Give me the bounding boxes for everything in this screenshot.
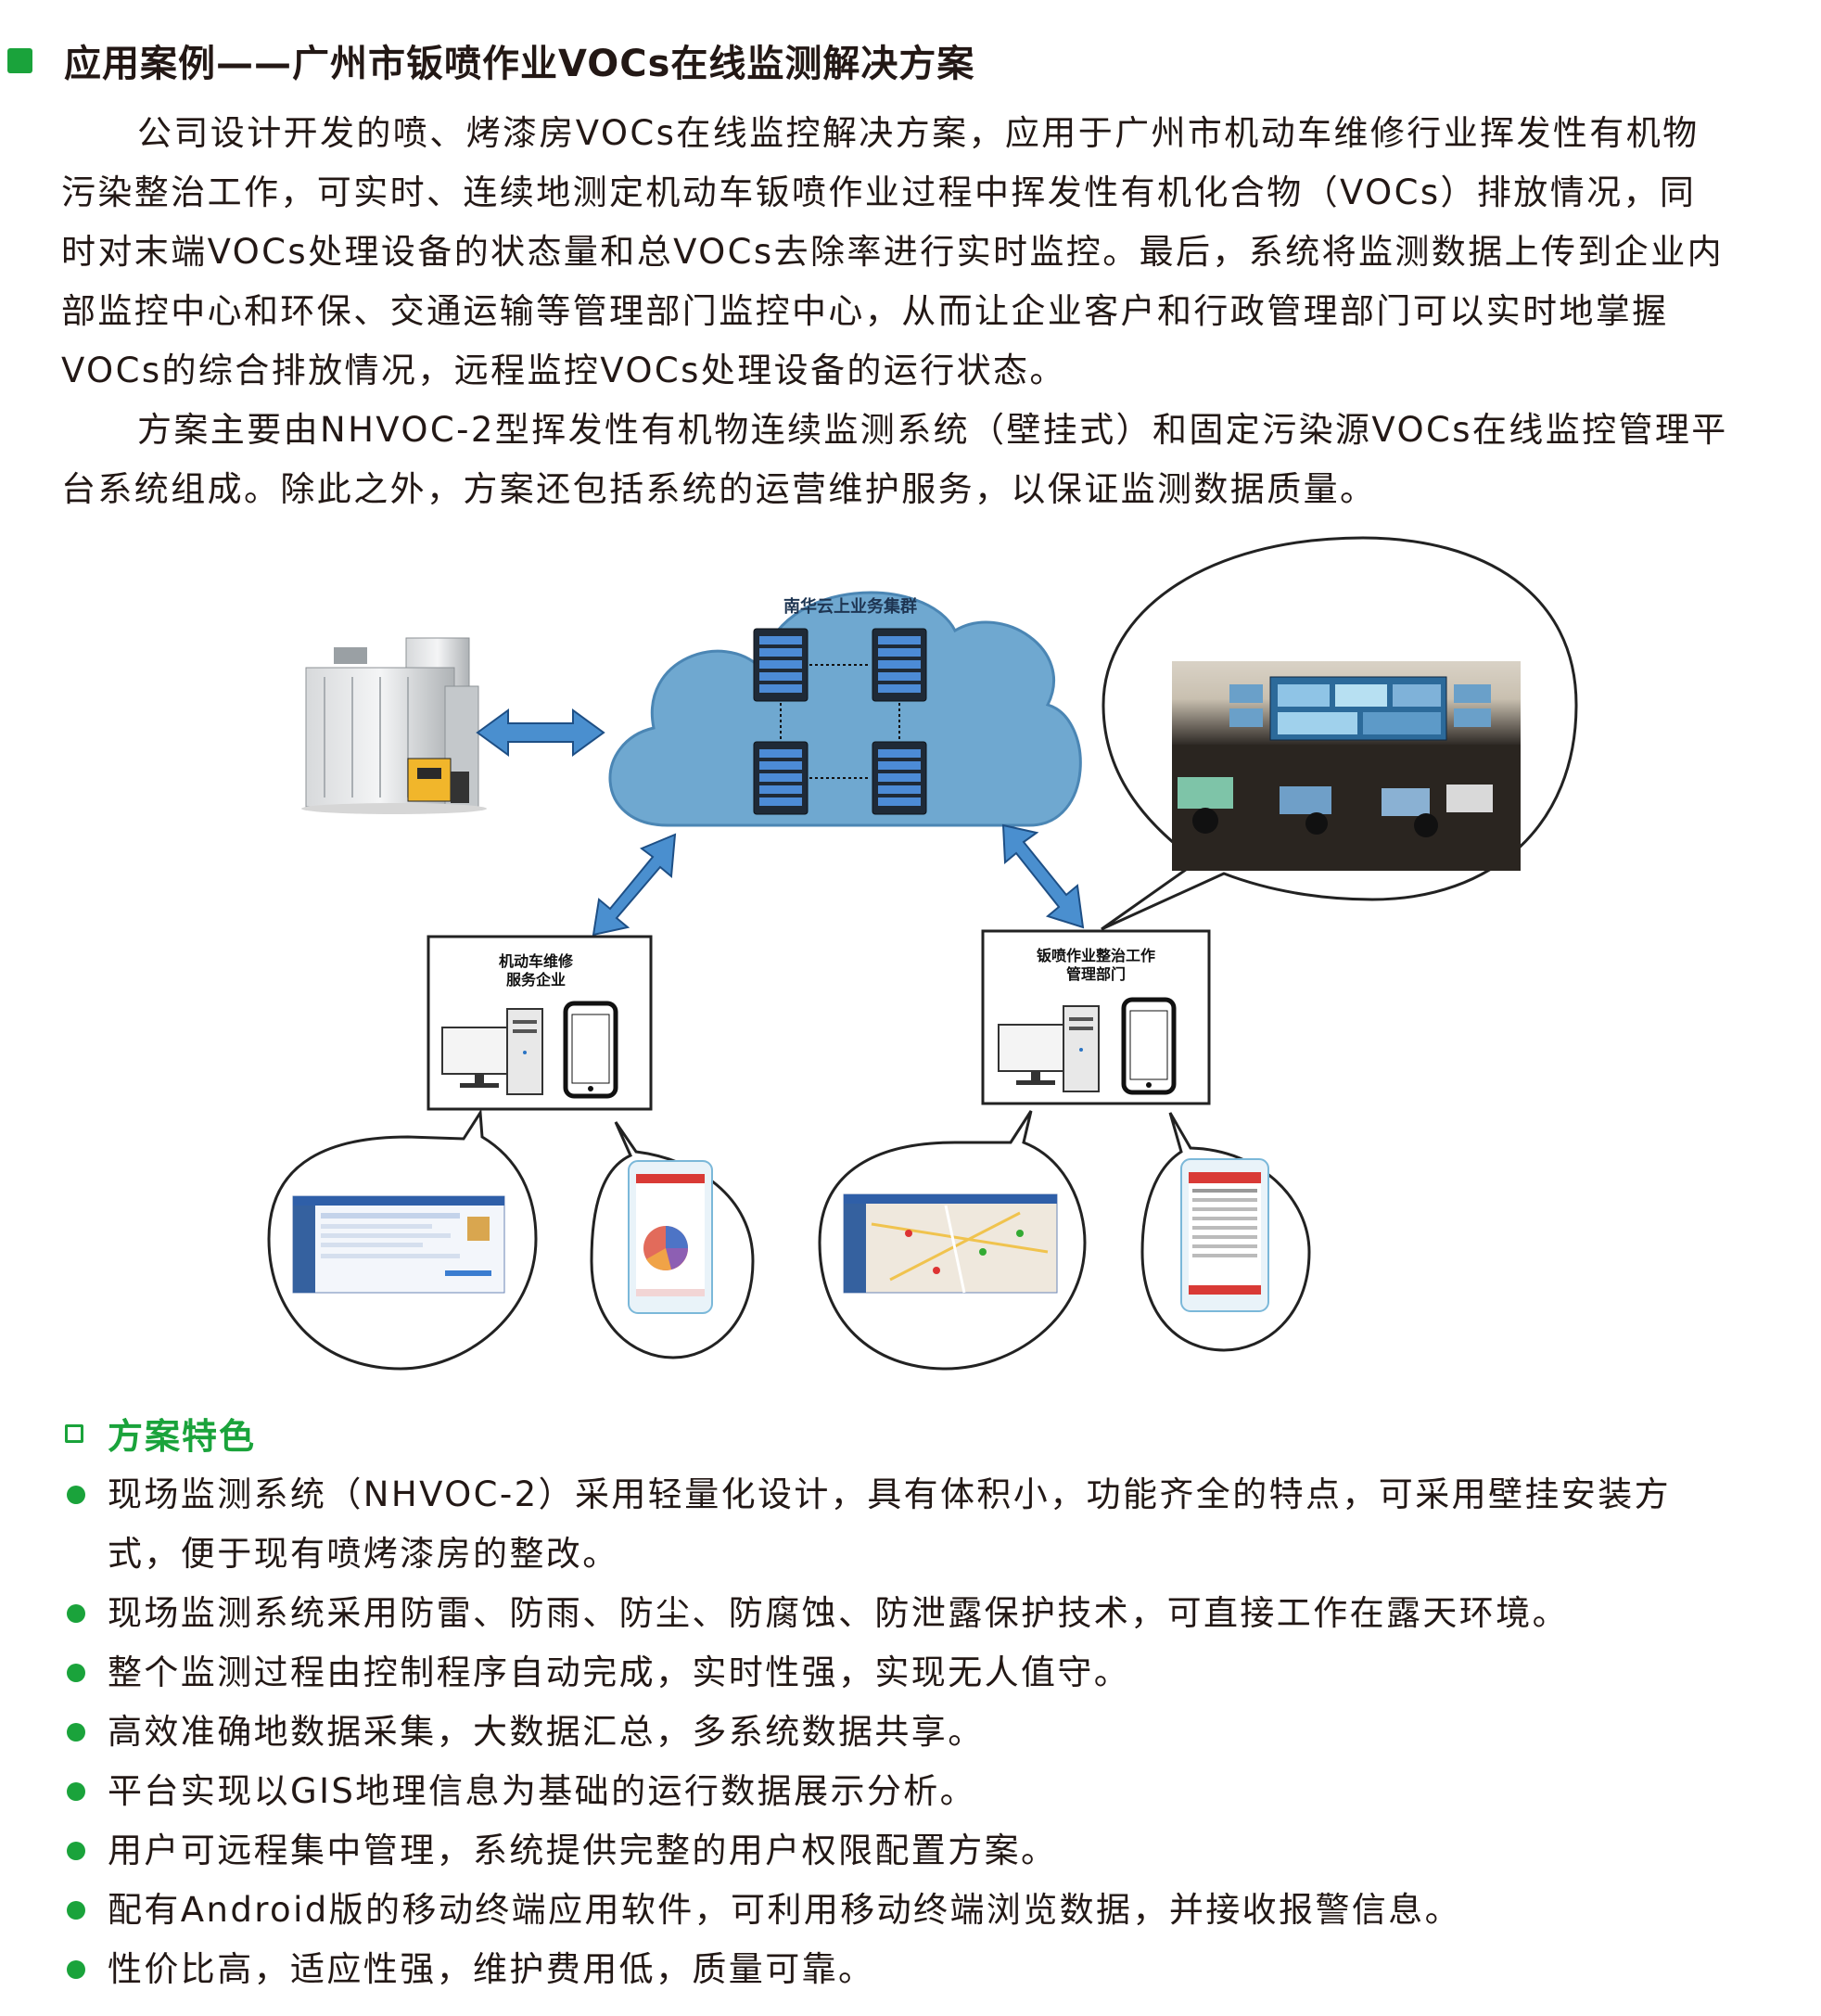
- enterprise-box: 机动车维修 服务企业: [427, 935, 653, 1111]
- bullet-dot-icon: [67, 1842, 85, 1860]
- bullet-dot-icon: [67, 1664, 85, 1682]
- feature-text: 整个监测过程由控制程序自动完成，实时性强，实现无人值守。: [108, 1652, 1131, 1692]
- bullet-dot-icon: [67, 1782, 85, 1801]
- system-architecture-diagram: 南华云上业务集群: [267, 536, 1578, 1371]
- paint-booth-image: [301, 637, 487, 814]
- web-map-bubble-right: [818, 1110, 1087, 1371]
- feature-item: 整个监测过程由控制程序自动完成，实时性强，实现无人值守。: [65, 1643, 1808, 1703]
- server-icon: [753, 628, 809, 702]
- server-icon: [872, 628, 927, 702]
- cloud-department-arrow: [1001, 823, 1085, 929]
- feature-text: 现场监测系统采用防雷、防雨、防尘、防腐蚀、防泄露保护技术，可直接工作在露天环境。: [108, 1593, 1569, 1633]
- cloud-shape: [608, 591, 1082, 827]
- desktop-computer-icon: [441, 1008, 543, 1095]
- feature-text: 用户可远程集中管理，系统提供完整的用户权限配置方案。: [108, 1831, 1058, 1870]
- department-label-line1: 钣喷作业整治工作: [1037, 947, 1155, 964]
- control-center-bubble: [1101, 536, 1578, 931]
- intro-paragraph-2: 方案主要由NHVOC-2型挥发性有机物连续监测系统（壁挂式）和固定污染源VOCs…: [61, 401, 1804, 519]
- features-title: 方案特色: [108, 1416, 257, 1457]
- server-icon: [753, 741, 809, 815]
- bullet-dot-icon: [67, 1901, 85, 1920]
- paragraph-line: 台系统组成。除此之外，方案还包括系统的运营维护服务，以保证监测数据质量。: [61, 469, 1377, 509]
- smartphone-icon: [1121, 997, 1177, 1095]
- cloud-enterprise-arrow: [592, 833, 677, 937]
- department-label-line2: 管理部门: [1066, 965, 1126, 983]
- feature-text: 平台实现以GIS地理信息为基础的运行数据展示分析。: [108, 1771, 977, 1811]
- feature-item: 现场监测系统采用防雷、防雨、防尘、防腐蚀、防泄露保护技术，可直接工作在露天环境。: [65, 1584, 1808, 1643]
- feature-text: 配有Android版的移动终端应用软件，可利用移动终端浏览数据，并接收报警信息。: [108, 1890, 1462, 1930]
- feature-item: 平台实现以GIS地理信息为基础的运行数据展示分析。: [65, 1762, 1808, 1821]
- cloud-label: 南华云上业务集群: [783, 596, 917, 617]
- features-list: 现场监测系统（NHVOC-2）采用轻量化设计，具有体积小，功能齐全的特点，可采用…: [65, 1465, 1808, 1999]
- enterprise-label-line2: 服务企业: [506, 971, 566, 989]
- section-title: 应用案例——广州市钣喷作业VOCs在线监测解决方案: [64, 43, 975, 85]
- paragraph-line: 方案主要由NHVOC-2型挥发性有机物连续监测系统（壁挂式）和固定污染源VOCs…: [137, 410, 1728, 450]
- server-cluster: [753, 628, 927, 815]
- web-app-bubble-left: [267, 1108, 538, 1371]
- feature-text: 高效准确地数据采集，大数据汇总，多系统数据共享。: [108, 1712, 985, 1752]
- booth-cloud-arrow: [476, 708, 605, 757]
- bullet-dot-icon: [67, 1604, 85, 1623]
- bullet-dot-icon: [67, 1723, 85, 1742]
- enterprise-label-line1: 机动车维修: [499, 952, 574, 970]
- desktop-computer-icon: [998, 1005, 1100, 1092]
- bullet-dot-icon: [67, 1960, 85, 1979]
- feature-text: 性价比高，适应性强，维护费用低，质量可靠。: [108, 1949, 875, 1989]
- smartphone-icon: [563, 1001, 618, 1099]
- paragraph-line: 部监控中心和环保、交通运输等管理部门监控中心，从而让企业客户和行政管理部门可以实…: [61, 291, 1669, 331]
- paragraph-line: 时对末端VOCs处理设备的状态量和总VOCs去除率进行实时监控。最后，系统将监测…: [61, 232, 1724, 272]
- paragraph-line: 污染整治工作，可实时、连续地测定机动车钣喷作业过程中挥发性有机化合物（VOCs）…: [61, 172, 1697, 212]
- department-box: 钣喷作业整治工作 管理部门: [981, 929, 1211, 1105]
- section-marker-icon: [7, 47, 32, 73]
- bullet-dot-icon: [67, 1486, 85, 1504]
- server-icon: [872, 741, 927, 815]
- features-header: 方案特色: [65, 1408, 256, 1459]
- feature-item: 高效准确地数据采集，大数据汇总，多系统数据共享。: [65, 1703, 1808, 1762]
- feature-item: 用户可远程集中管理，系统提供完整的用户权限配置方案。: [65, 1821, 1808, 1881]
- paragraph-line: VOCs的综合排放情况，远程监控VOCs处理设备的运行状态。: [61, 351, 1066, 390]
- mobile-app-bubble-right: [1140, 1112, 1311, 1352]
- feature-item: 配有Android版的移动终端应用软件，可利用移动终端浏览数据，并接收报警信息。: [65, 1881, 1808, 1940]
- features-marker-icon: [65, 1423, 83, 1443]
- feature-item: 现场监测系统（NHVOC-2）采用轻量化设计，具有体积小，功能齐全的特点，可采用…: [65, 1465, 1808, 1584]
- feature-text: 现场监测系统（NHVOC-2）采用轻量化设计，具有体积小，功能齐全的特点，可采用…: [108, 1474, 1672, 1514]
- section-header: 应用案例——广州市钣喷作业VOCs在线监测解决方案: [7, 33, 974, 87]
- feature-text: 式，便于现有喷烤漆房的整改。: [108, 1534, 619, 1574]
- feature-item: 性价比高，适应性强，维护费用低，质量可靠。: [65, 1940, 1808, 1999]
- paragraph-line: 公司设计开发的喷、烤漆房VOCs在线监控解决方案，应用于广州市机动车维修行业挥发…: [137, 113, 1700, 153]
- intro-paragraph-1: 公司设计开发的喷、烤漆房VOCs在线监控解决方案，应用于广州市机动车维修行业挥发…: [61, 104, 1804, 401]
- mobile-app-bubble-left: [590, 1121, 755, 1359]
